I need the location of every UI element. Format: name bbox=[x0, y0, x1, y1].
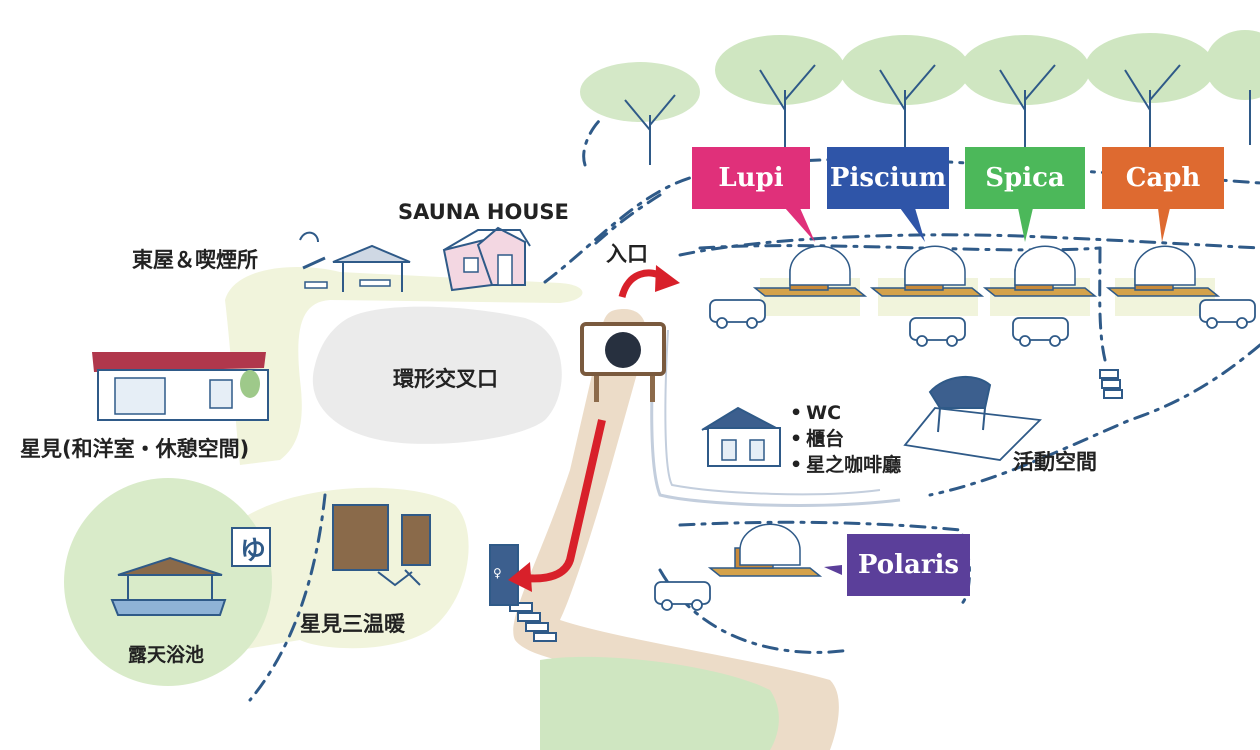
roundabout-shape bbox=[312, 306, 562, 444]
route-arrow-head bbox=[508, 562, 532, 592]
piano-icon bbox=[903, 375, 1042, 461]
car-icon bbox=[654, 581, 711, 611]
dome-polaris bbox=[707, 523, 823, 577]
activity-space-label: 活動空間 bbox=[1013, 450, 1097, 474]
route-arrow bbox=[524, 419, 606, 583]
facility-item: 櫃台 bbox=[790, 426, 901, 452]
inner-path-2 bbox=[664, 329, 881, 496]
lower-green-field bbox=[540, 656, 779, 750]
azumaya-label: 東屋＆喫煙所 bbox=[132, 248, 258, 272]
sign-polaris[interactable]: Polaris bbox=[847, 534, 970, 596]
onsen-circle bbox=[64, 478, 272, 686]
facility-item: 星之咖啡廳 bbox=[790, 452, 901, 478]
facility-list: WC 櫃台 星之咖啡廳 bbox=[790, 400, 901, 478]
dome-spica bbox=[982, 245, 1098, 316]
sauna-cabins-icon bbox=[332, 504, 431, 587]
hoshimi-building-icon bbox=[92, 352, 269, 421]
gate-door bbox=[489, 544, 519, 606]
dome-lupi bbox=[752, 245, 868, 316]
car-icon bbox=[709, 299, 766, 329]
sign-piscium[interactable]: Piscium bbox=[827, 147, 949, 209]
roundabout-label: 環形交叉口 bbox=[393, 367, 498, 391]
tree bbox=[715, 35, 845, 150]
tree bbox=[1085, 33, 1215, 150]
main-road bbox=[513, 309, 839, 750]
sauna-house-icon bbox=[442, 226, 531, 292]
car-icons bbox=[654, 299, 1256, 611]
tree bbox=[960, 35, 1090, 150]
onsen-gazebo-icon bbox=[110, 527, 271, 616]
entrance-signboard bbox=[580, 322, 666, 402]
noren-icon: ゆ bbox=[240, 536, 267, 566]
gazebo-icon bbox=[299, 231, 411, 292]
car-icon bbox=[1012, 317, 1069, 347]
trees-row bbox=[580, 30, 1260, 165]
onsen-label: 露天浴池 bbox=[128, 644, 205, 666]
car-icon bbox=[1199, 299, 1256, 329]
dome-caph bbox=[1105, 245, 1221, 316]
three-warm-label: 星見三温暖 bbox=[300, 612, 405, 636]
sign-caph[interactable]: Caph bbox=[1102, 147, 1224, 209]
entrance-label: 入口 bbox=[606, 242, 648, 266]
wc-door-icon: ♀ bbox=[493, 566, 502, 580]
west-path-area bbox=[225, 267, 583, 465]
sign-pointers bbox=[785, 208, 1170, 575]
reception-house-icon bbox=[701, 406, 781, 467]
sauna-house-label: SAUNA HOUSE bbox=[398, 200, 569, 224]
entrance-arrow-head bbox=[655, 265, 680, 292]
car-icon bbox=[909, 317, 966, 347]
tree bbox=[840, 35, 970, 150]
sign-spica[interactable]: Spica bbox=[965, 147, 1085, 209]
facility-item: WC bbox=[790, 400, 901, 426]
tree bbox=[1205, 30, 1260, 145]
sign-lupi[interactable]: Lupi bbox=[692, 147, 810, 209]
tree bbox=[580, 62, 700, 165]
hoshimi-label: 星見(和洋室・休憩空間) bbox=[20, 437, 250, 461]
dome-piscium bbox=[869, 245, 985, 316]
steps-icon bbox=[509, 369, 1123, 642]
